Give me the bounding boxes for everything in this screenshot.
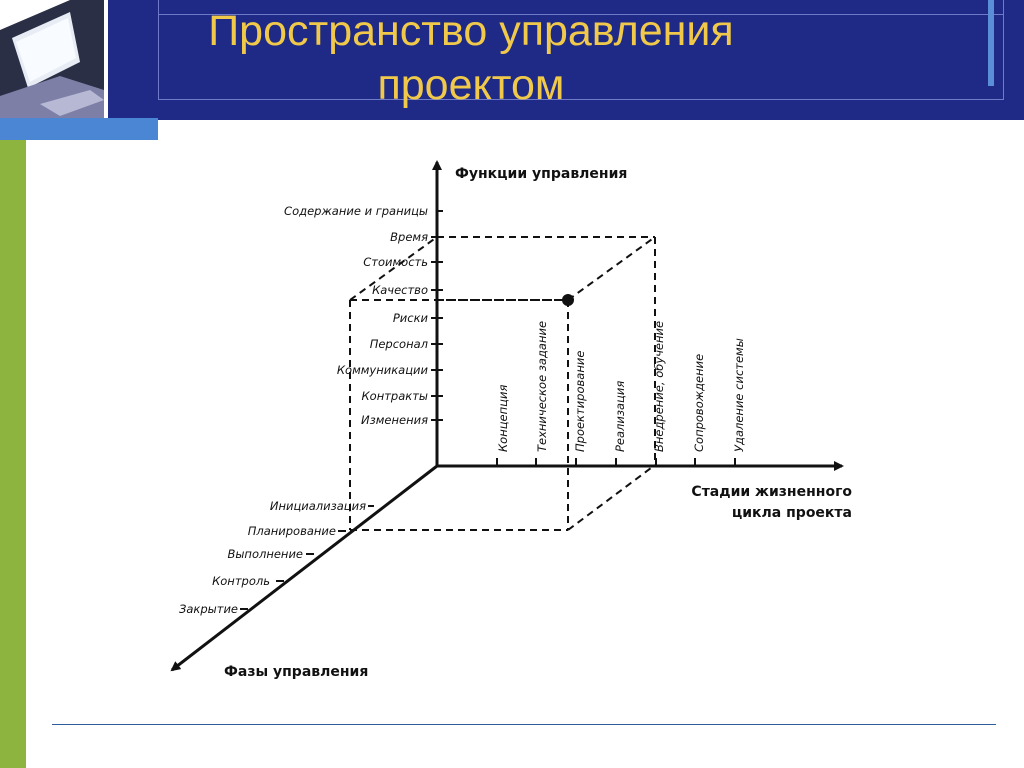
horizontal-axis-title-line-2: цикла проекта — [732, 505, 852, 521]
d-label-1: Планирование — [248, 524, 336, 538]
monitor-logo-icon — [0, 0, 158, 120]
v-label-0: Содержание и границы — [284, 204, 428, 218]
d-label-3: Контроль — [212, 574, 270, 588]
h-label-6: Удаление системы — [732, 338, 746, 452]
h-label-0: Концепция — [496, 385, 510, 452]
header-frame — [158, 14, 1004, 100]
horizontal-axis-title-line-1: Стадии жизненного — [691, 484, 852, 500]
v-label-2: Стоимость — [363, 255, 428, 269]
logo-accent-strip — [0, 118, 158, 140]
diagonal-axis-labels: Инициализация Планирование Выполнение Ко… — [179, 499, 366, 616]
v-label-1: Время — [390, 230, 428, 244]
diagonal-axis-ticks — [240, 505, 374, 610]
dash-top-diag — [567, 236, 656, 301]
vertical-axis-title: Функции управления — [455, 166, 627, 182]
v-label-5: Персонал — [370, 337, 429, 351]
slide-title-line-2: проектом — [377, 61, 565, 109]
diagonal-axis-title: Фазы управления — [224, 664, 368, 680]
h-label-1: Техническое задание — [535, 321, 549, 452]
dash-left-diag — [349, 236, 438, 301]
v-label-4: Риски — [393, 311, 429, 325]
left-accent-bar — [0, 140, 26, 768]
h-label-2: Проектирование — [573, 351, 587, 452]
slide-title-line-1: Пространство управления — [208, 7, 734, 55]
slide-title: Пространство управления проектом — [158, 4, 784, 112]
horizontal-axis-labels: Концепция Техническое задание Проектиров… — [496, 321, 746, 452]
h-label-5: Сопровождение — [692, 354, 706, 452]
dash-bottom-diag — [567, 464, 656, 531]
slide-header — [0, 0, 1024, 120]
d-label-4: Закрытие — [179, 602, 238, 616]
vertical-axis-labels: Содержание и границы Время Стоимость Кач… — [284, 204, 429, 427]
horizontal-axis-ticks — [496, 458, 736, 466]
vertical-axis-ticks — [431, 210, 443, 421]
diagonal-axis — [170, 464, 438, 672]
v-label-8: Изменения — [361, 413, 428, 427]
v-label-7: Контракты — [362, 389, 429, 403]
v-label-6: Коммуникации — [337, 363, 429, 377]
v-label-3: Качество — [372, 283, 428, 297]
header-frame-top — [158, 0, 1004, 14]
intersection-point — [562, 294, 574, 306]
dashed-box — [349, 236, 656, 531]
h-label-4: Внедрение, обучение — [652, 321, 666, 452]
header-accent-bar — [988, 0, 994, 86]
footer-divider — [52, 724, 996, 725]
d-label-2: Выполнение — [227, 547, 303, 561]
d-label-0: Инициализация — [270, 499, 366, 513]
h-label-3: Реализация — [613, 381, 627, 452]
